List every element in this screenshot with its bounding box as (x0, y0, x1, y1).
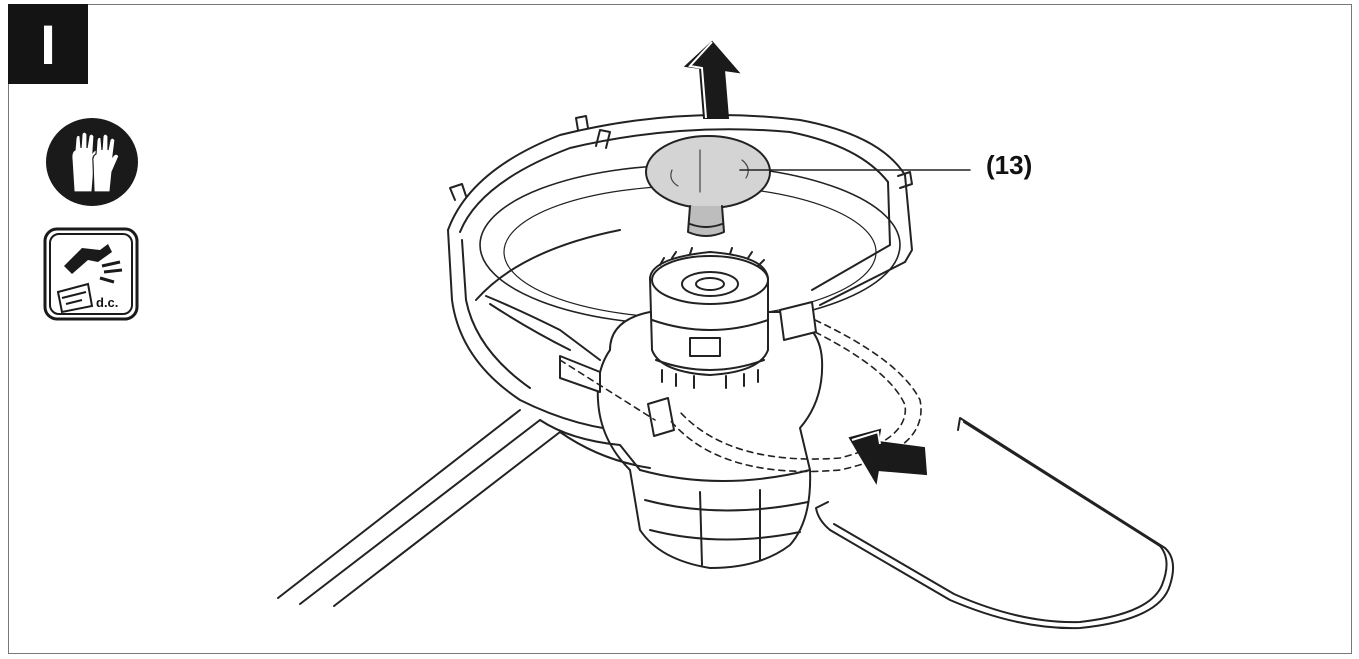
guard-rim (447, 114, 913, 263)
spool-cap (645, 135, 771, 209)
manual-icon-label: d.c. (96, 295, 119, 310)
read-manual-icon (43, 227, 139, 321)
up-arrow (683, 40, 741, 119)
step-label: I (8, 4, 88, 84)
outward-arrow (848, 428, 928, 485)
protective-gloves-icon (46, 118, 138, 206)
wire-loop (815, 417, 1175, 630)
callout-13: (13) (986, 150, 1033, 180)
handle-shaft (277, 409, 521, 599)
